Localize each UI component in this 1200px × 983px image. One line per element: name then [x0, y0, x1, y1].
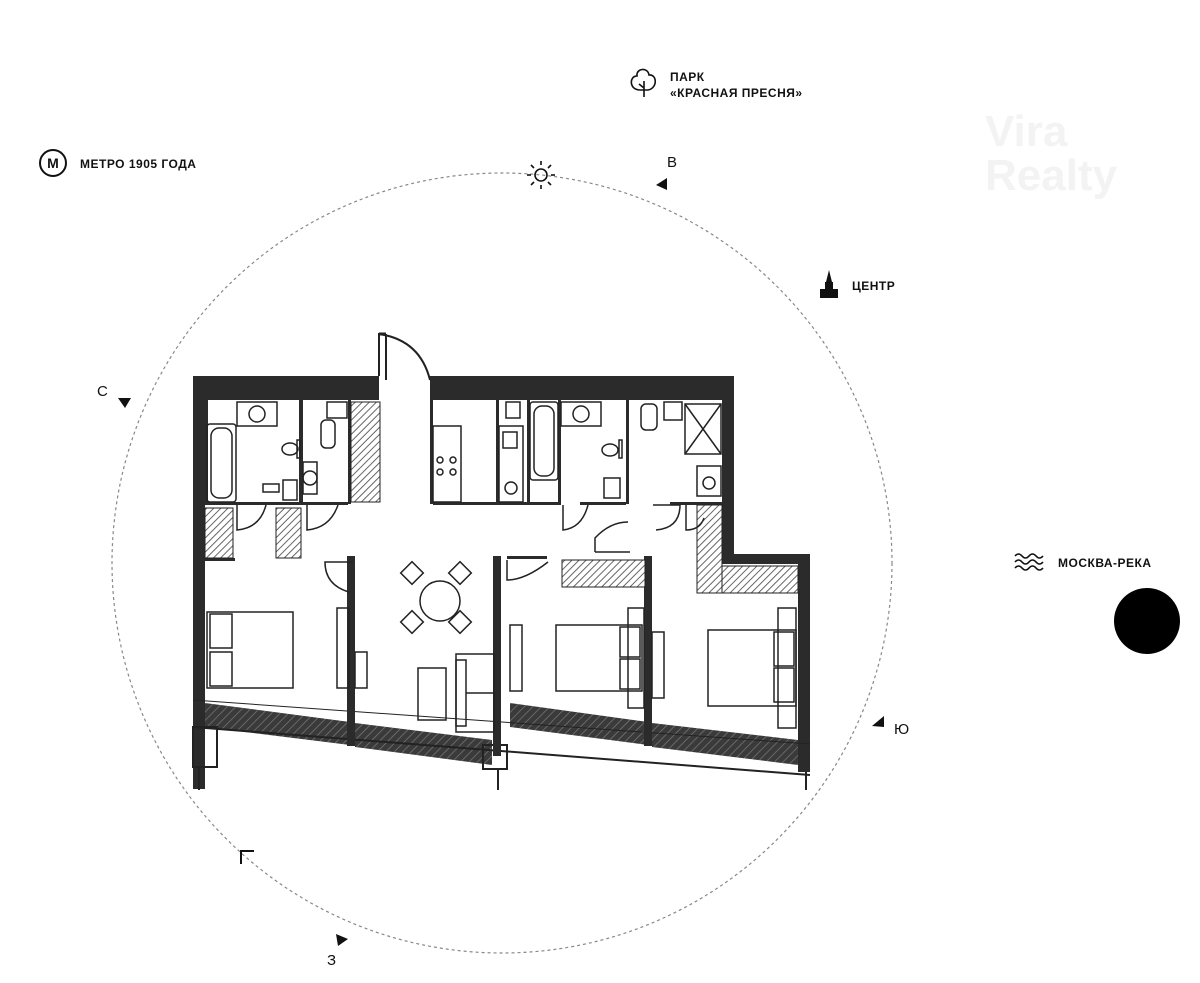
- sun-icon: [527, 161, 555, 189]
- direction-south: Ю: [894, 721, 910, 738]
- bathroom-left: [206, 401, 301, 503]
- wardrobe-3: [721, 565, 799, 594]
- park-label-line2: «КРАСНАЯ ПРЕСНЯ»: [670, 86, 803, 100]
- direction-west: З: [327, 952, 337, 969]
- wall-top-left: [193, 376, 379, 400]
- tree-icon: [630, 68, 657, 97]
- bathroom-shower: [640, 401, 722, 497]
- kitchen: [432, 401, 524, 503]
- wall-right-upper: [722, 376, 734, 564]
- west-arrow-icon: [336, 934, 348, 946]
- corner-mark: [240, 850, 254, 864]
- metro-icon: M: [39, 149, 67, 177]
- window-band-left: [205, 703, 350, 745]
- bed-right: [707, 607, 797, 729]
- bathroom-right: [529, 401, 623, 499]
- dining-table: [336, 560, 495, 733]
- direction-east: В: [667, 154, 678, 171]
- metro-label: МЕТРО 1905 ГОДА: [80, 157, 197, 171]
- shaft-1: [350, 401, 381, 503]
- bed-left: [206, 611, 294, 689]
- park-label-line1: ПАРК: [670, 70, 705, 84]
- kremlin-icon: [820, 270, 838, 298]
- shaft-3: [275, 507, 302, 559]
- apartment-plan: [192, 332, 811, 790]
- wc-left: [302, 401, 348, 495]
- watermark: Vira Realty: [985, 107, 1118, 200]
- river-marker: [1114, 588, 1180, 654]
- center-label: ЦЕНТР: [852, 279, 896, 293]
- wall-left: [193, 376, 205, 789]
- wardrobe-2: [696, 504, 723, 594]
- svg-text:M: M: [47, 155, 59, 171]
- shaft-2: [204, 507, 234, 559]
- north-arrow-icon: [118, 398, 131, 408]
- east-arrow-icon: [656, 178, 667, 190]
- orientation-circle: [111, 172, 893, 954]
- wall-right-lower: [798, 554, 810, 772]
- window-band-right1: [510, 703, 648, 745]
- bed-middle: [509, 607, 665, 709]
- window-band-right2: [652, 723, 798, 765]
- river-label: МОСКВА-РЕКА: [1058, 556, 1152, 570]
- waves-icon: [1014, 553, 1044, 571]
- wall-top-right: [430, 376, 734, 400]
- direction-north: С: [97, 383, 108, 400]
- wardrobe-1: [561, 559, 646, 588]
- south-arrow-icon: [872, 716, 884, 727]
